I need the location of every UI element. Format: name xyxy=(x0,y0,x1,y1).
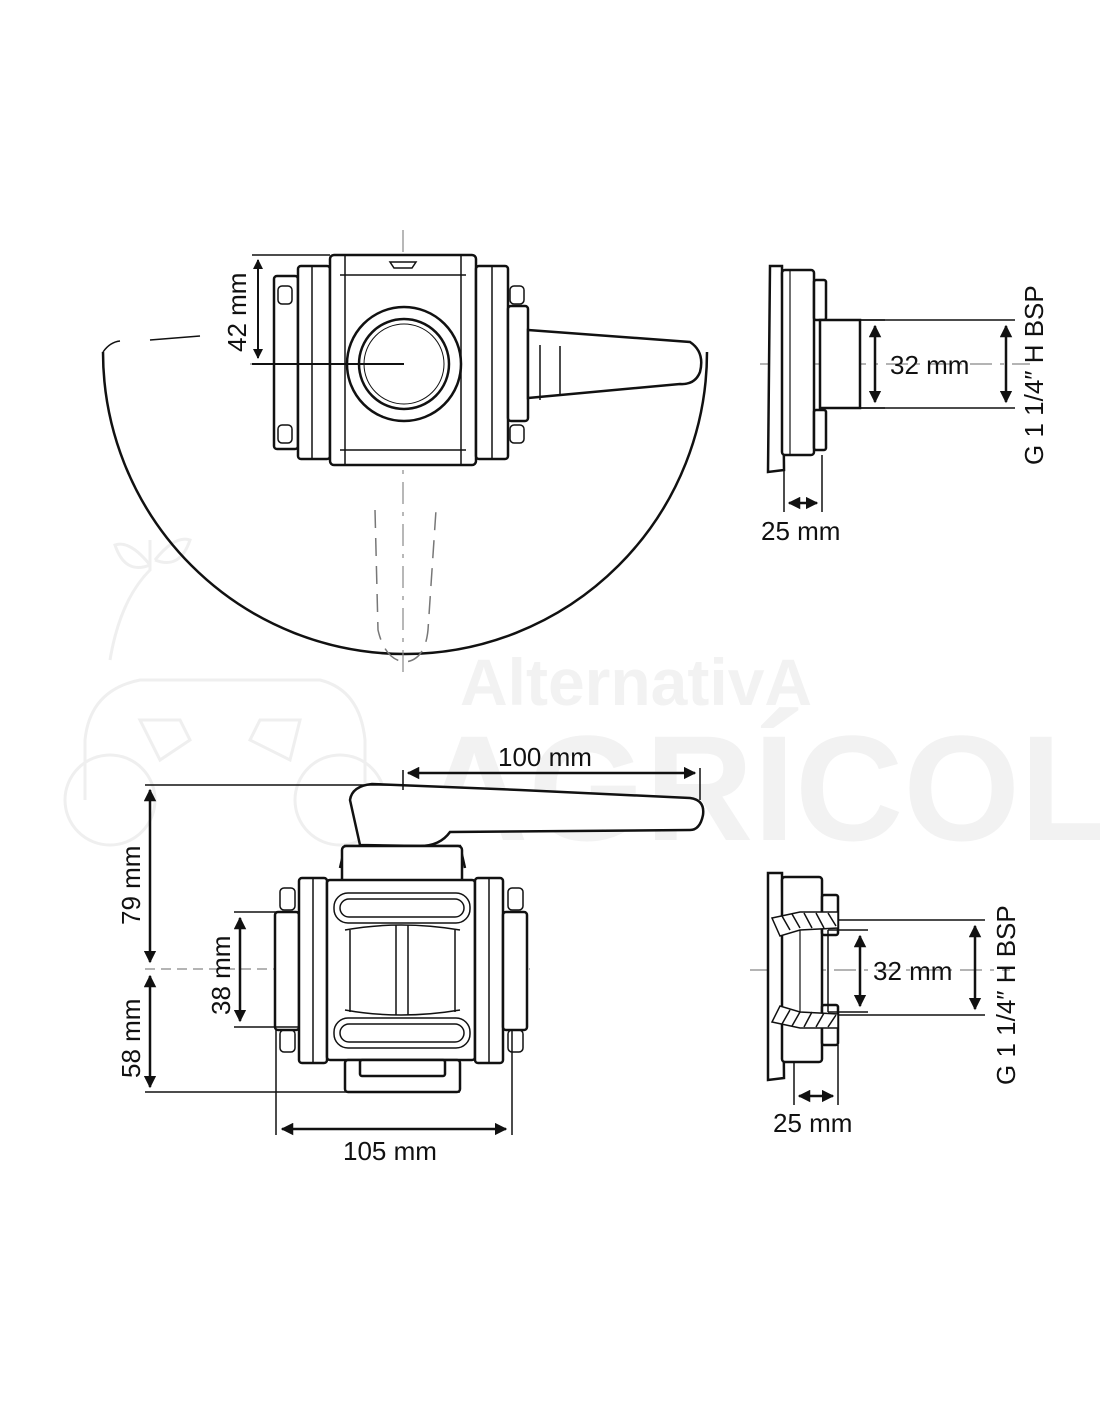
valve-body-top xyxy=(272,253,703,467)
thread-top-label: G 1 1/4″ H BSP xyxy=(1019,285,1049,465)
thread-bottom-label: G 1 1/4″ H BSP xyxy=(991,905,1021,1085)
dim-25-top-label: 25 mm xyxy=(761,516,840,546)
dim-105: 105 mm xyxy=(275,1030,513,1166)
dim-32-bottom-label: 32 mm xyxy=(873,956,952,986)
watermark-line2: AGRÍCOLA xyxy=(420,704,1100,872)
watermark-line1: AlternativA xyxy=(460,645,812,719)
handle-sweep-arc-start xyxy=(102,335,201,353)
bottom-side-view: 32 mm G 1 1/4″ H BSP 25 mm xyxy=(750,871,1021,1138)
ghost-handle xyxy=(374,509,437,663)
dim-25-bottom: 25 mm xyxy=(773,1045,852,1138)
dim-79-label: 79 mm xyxy=(116,846,146,925)
dim-25-top: 25 mm xyxy=(761,455,840,546)
handle-sweep-arc xyxy=(101,351,709,656)
dim-100-label: 100 mm xyxy=(498,742,592,772)
dim-42: 42 mm xyxy=(222,254,404,365)
dim-58-label: 58 mm xyxy=(116,999,146,1078)
dim-38: 38 mm xyxy=(206,911,300,1028)
valve-body-front-details xyxy=(279,878,524,1063)
thread-dim-top: G 1 1/4″ H BSP xyxy=(860,285,1049,465)
front-view: 100 mm 79 mm 58 mm 38 mm 105 mm xyxy=(116,742,705,1166)
dim-58: 58 mm xyxy=(116,974,460,1093)
dim-79: 79 mm xyxy=(116,784,400,964)
thread-dim-bottom: G 1 1/4″ H BSP xyxy=(838,905,1021,1085)
dim-25-bottom-label: 25 mm xyxy=(773,1108,852,1138)
top-view: 42 mm xyxy=(101,230,709,675)
dim-32-top-label: 32 mm xyxy=(890,350,969,380)
dim-32-top: 32 mm xyxy=(826,319,969,409)
dim-105-label: 105 mm xyxy=(343,1136,437,1166)
dim-32-bottom: 32 mm xyxy=(828,929,952,1013)
section-hatch xyxy=(770,911,839,1029)
tractor-logo-watermark xyxy=(63,537,387,847)
dim-42-label: 42 mm xyxy=(222,273,252,352)
dim-100: 100 mm xyxy=(402,742,701,800)
top-side-view: 32 mm G 1 1/4″ H BSP 25 mm xyxy=(760,264,1049,546)
dim-38-label: 38 mm xyxy=(206,936,236,1015)
